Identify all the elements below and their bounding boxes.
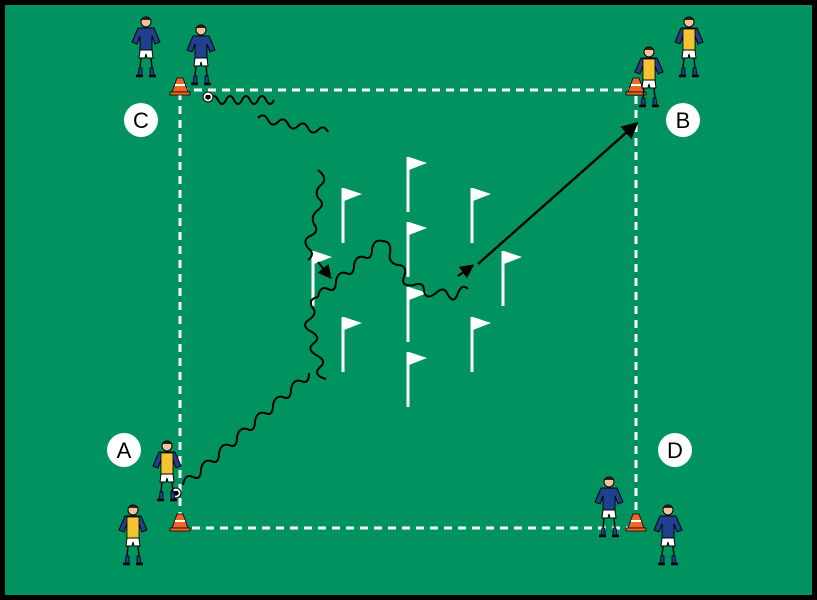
pass-arrow-to-b [477, 121, 639, 265]
corner-label-a-text: A [117, 438, 132, 463]
corner-label-d-text: D [667, 438, 683, 463]
dribble-arrow-head-c [317, 261, 332, 280]
dribble-path-from-a [182, 239, 469, 486]
corner-label-b-text: B [676, 108, 691, 133]
corner-label-d: D [658, 433, 692, 467]
corner-label-c-text: C [133, 108, 149, 133]
corner-label-c: C [124, 103, 158, 137]
dribble-arrow-head-a [457, 264, 475, 279]
corner-label-a: A [107, 433, 141, 467]
corner-label-b: B [666, 103, 700, 137]
dribble-path-from-c [209, 95, 329, 261]
drill-area-boundary [178, 88, 638, 530]
ball [202, 91, 214, 103]
